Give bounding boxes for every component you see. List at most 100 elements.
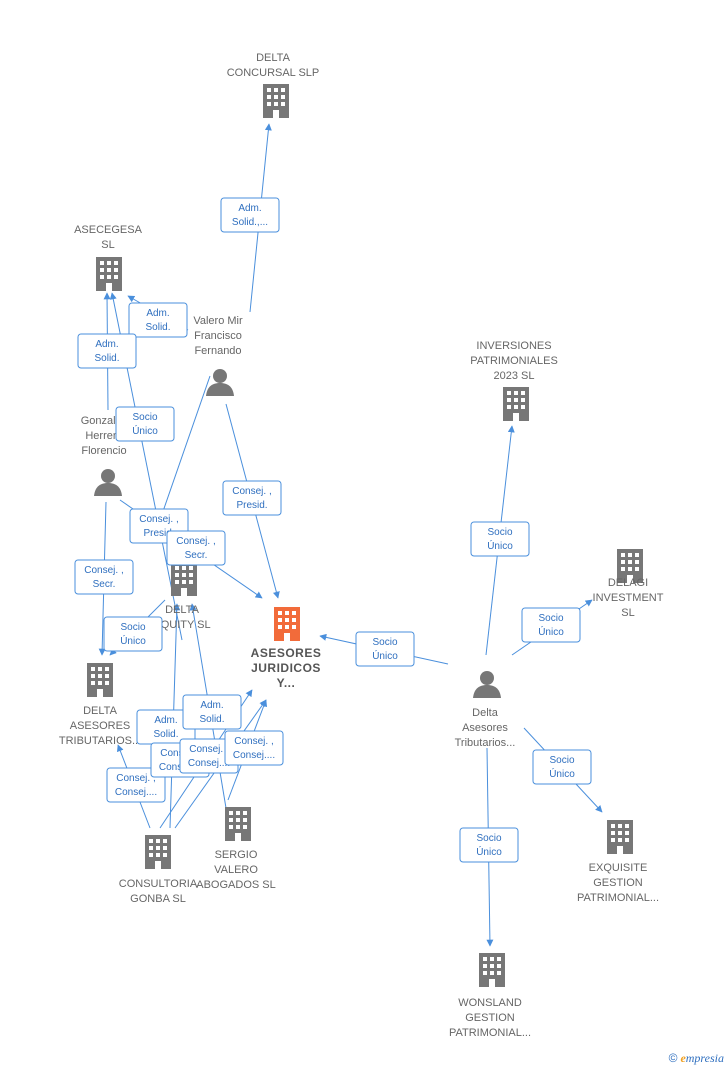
node-label: ASESORES [70, 720, 131, 732]
node-label: ASESORES [251, 646, 322, 660]
edge-label-box [74, 559, 134, 595]
edge-label-box [470, 521, 530, 557]
edge-label-text: Socio [132, 412, 157, 423]
edge-label-text: Solid. [199, 714, 224, 725]
copyright-symbol: © [668, 1051, 678, 1065]
edge-label-text: Socio [476, 833, 501, 844]
node-label: DELTA [83, 705, 117, 717]
node-label: Francisco [194, 330, 242, 342]
edge-label-text: Consej. , [176, 536, 215, 547]
edge-label-box [532, 749, 592, 785]
node-label: GESTION [465, 1012, 515, 1024]
building-icon [607, 820, 633, 854]
node-label: EXQUISITE [589, 862, 648, 874]
node-label: SERGIO [215, 849, 258, 861]
building-icon [87, 663, 113, 697]
edge-label-box [459, 827, 519, 863]
edge-label-text: Solid. [145, 322, 170, 333]
edge-label-text: Adm. [238, 203, 261, 214]
edge-label-box [103, 616, 163, 652]
edge-label-e7[interactable]: Consej. , Secr. [166, 530, 226, 566]
person-icon [94, 469, 122, 496]
edge-label-e8[interactable]: Consej. ,Secr. [74, 559, 134, 595]
node-label: ASECEGESA [74, 224, 143, 236]
building-icon [171, 562, 197, 596]
edge-label-text: Único [549, 767, 575, 780]
edge-label-e6[interactable]: Consej. ,Presid. [222, 480, 282, 516]
building-icon [263, 84, 289, 118]
edge-label-text: Consej. , [116, 773, 155, 784]
node-wonsland[interactable]: WONSLANDGESTIONPATRIMONIAL... [449, 953, 531, 1039]
node-label: Delta [472, 707, 499, 719]
node-label: GESTION [593, 877, 643, 889]
edge-line-e5 [158, 375, 211, 521]
building-icon [225, 807, 251, 841]
node-label: VALERO [214, 864, 258, 876]
edge-label-text: Socio [372, 637, 397, 648]
edge-label-text: Secr. [185, 550, 208, 561]
node-label: 2023 SL [494, 370, 535, 382]
edge-label-text: Adm. [95, 339, 118, 350]
edge-label-e16[interactable]: Adm.Solid. [182, 694, 242, 730]
edge-label-e20[interactable]: Consej. ,Consej.... [224, 730, 284, 766]
node-delta-tributarios-co[interactable]: DELTA ASESORES TRIBUTARIOS... [59, 663, 141, 747]
edge-label-e1[interactable]: Adm. Solid.,... [220, 197, 280, 233]
node-label: TRIBUTARIOS... [59, 735, 141, 747]
edge-label-text: Consej. , [232, 486, 271, 497]
node-delta-tributarios-p[interactable]: DeltaAsesoresTributarios... [455, 671, 516, 749]
node-label: CONSULTORIA [119, 878, 198, 890]
edge-label-text: Consej.... [115, 787, 157, 798]
edge-label-box [220, 197, 280, 233]
node-label: SL [621, 607, 634, 619]
edge-label-text: Adm. [146, 308, 169, 319]
node-label: Herrero [85, 430, 122, 442]
edge-label-e2[interactable]: Adm. Solid. [128, 302, 188, 338]
node-label: WONSLAND [458, 997, 522, 1009]
edge-label-box [166, 530, 226, 566]
edge-label-text: Único [132, 424, 158, 437]
edge-label-e17[interactable]: Consej. , Consej.... [106, 767, 166, 803]
person-icon [473, 671, 501, 698]
edge-label-box [521, 607, 581, 643]
node-label: INVESTMENT [593, 592, 664, 604]
edge-label-e19[interactable]: Consej. ,Consej.... [179, 738, 239, 774]
empresia-logo[interactable]: ©empresia [669, 1051, 724, 1066]
edge-label-text: Secr. [93, 579, 116, 590]
node-label: Asesores [462, 722, 508, 734]
edge-label-text: Consej.... [233, 750, 275, 761]
node-label: CONCURSAL SLP [227, 67, 320, 79]
edge-label-e3[interactable]: Adm.Solid. [77, 333, 137, 369]
person-icon [206, 369, 234, 396]
node-label: PATRIMONIALES [470, 355, 558, 367]
edge-label-box [222, 480, 282, 516]
building-icon [479, 953, 505, 987]
edge-label-box [128, 302, 188, 338]
edge-label-text: Solid.,... [232, 217, 268, 228]
node-asesores[interactable]: ASESORESJURIDICOSY... [251, 607, 322, 690]
edge-label-text: Consej. , [139, 514, 178, 525]
edge-label-text: Presid. [143, 528, 174, 539]
edge-label-text: Socio [487, 527, 512, 538]
node-label: Fernando [194, 345, 241, 357]
edge-label-text: Socio [120, 622, 145, 633]
node-exquisite[interactable]: EXQUISITEGESTIONPATRIMONIAL... [577, 820, 659, 904]
edge-label-box [182, 694, 242, 730]
edge-label-text: Único [538, 625, 564, 638]
